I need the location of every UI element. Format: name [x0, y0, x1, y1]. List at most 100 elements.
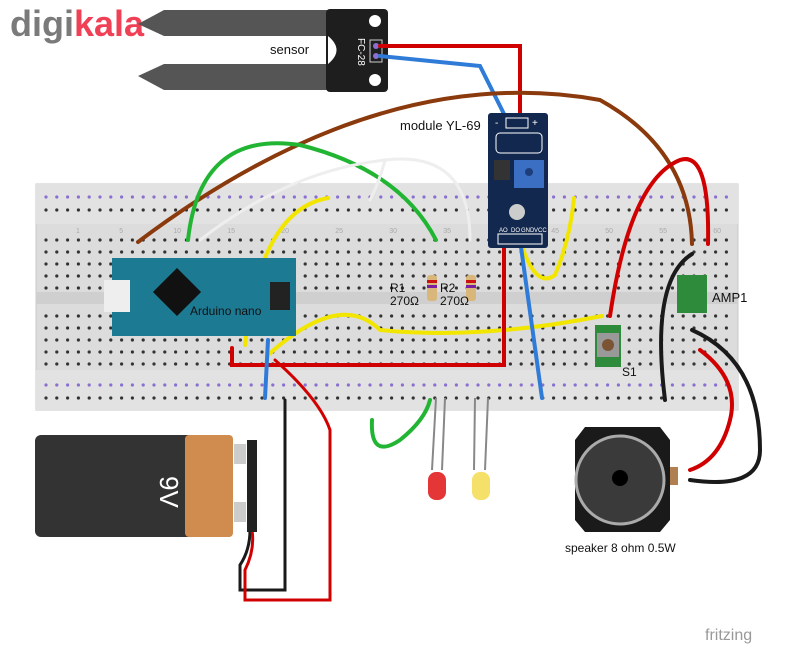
breadboard-hole [184, 250, 188, 254]
breadboard-hole [163, 195, 167, 199]
breadboard-hole [724, 362, 729, 366]
breadboard-hole [573, 383, 577, 387]
breadboard-hole [584, 262, 588, 266]
breadboard-hole [55, 208, 59, 212]
wire-blue-sensor [378, 54, 510, 124]
breadboard-hole [627, 314, 631, 318]
breadboard-hole [76, 195, 80, 199]
breadboard-hole [346, 383, 350, 387]
r2-name: R2 [440, 281, 456, 295]
breadboard-hole [292, 383, 296, 387]
breadboard-hole [66, 362, 70, 366]
breadboard-hole [454, 250, 458, 254]
breadboard-hole [390, 208, 394, 212]
breadboard-hole [670, 262, 675, 266]
breadboard-hole [379, 338, 383, 342]
breadboard-hole [238, 250, 242, 254]
breadboard-hole [422, 262, 426, 266]
breadboard-hole [44, 250, 48, 254]
wire-blue-gnd [518, 238, 544, 400]
breadboard-hole [454, 314, 458, 318]
breadboard-hole [66, 262, 70, 266]
arduino-label: Arduino nano [190, 304, 262, 318]
breadboard-hole [217, 338, 221, 342]
breadboard-hole [141, 250, 145, 254]
breadboard-hole [573, 286, 577, 290]
breadboard-hole [584, 238, 588, 242]
breadboard-hole [325, 208, 329, 212]
breadboard-hole [638, 338, 642, 342]
breadboard-hole [87, 338, 91, 342]
breadboard-hole [390, 350, 394, 354]
breadboard-hole [498, 314, 502, 318]
breadboard-hole [422, 195, 426, 199]
breadboard-hole [573, 250, 577, 254]
breadboard-hole [76, 396, 80, 400]
breadboard-hole [573, 262, 577, 266]
breadboard-hole [379, 208, 383, 212]
breadboard-hole [152, 362, 156, 366]
breadboard-hole [357, 338, 361, 342]
breadboard-hole [109, 350, 113, 354]
breadboard-hole [724, 286, 729, 290]
breadboard-hole [76, 250, 80, 254]
breadboard-hole [282, 195, 286, 199]
breadboard-hole [606, 250, 610, 254]
breadboard-hole [87, 274, 91, 278]
breadboard-hole [681, 338, 685, 342]
breadboard-hole [703, 262, 707, 266]
breadboard-hole [606, 208, 610, 212]
breadboard-hole [87, 195, 91, 199]
column-number: 55 [659, 228, 667, 235]
breadboard-hole [184, 383, 188, 387]
breadboard-hole [87, 326, 91, 330]
breadboard-hole [260, 338, 264, 342]
breadboard-hole [120, 362, 124, 366]
breadboard-hole [282, 350, 286, 354]
breadboard-hole [120, 208, 124, 212]
breadboard-hole [249, 195, 253, 199]
breadboard-hole [433, 326, 437, 330]
breadboard-hole [357, 262, 361, 266]
wire-white-2 [383, 157, 472, 242]
breadboard-hole [76, 274, 80, 278]
breadboard-hole [498, 396, 502, 400]
pin-do-label: DO [511, 228, 520, 234]
breadboard-hole [519, 274, 523, 278]
breadboard-hole [206, 350, 210, 354]
r1-name: R1 [390, 281, 406, 295]
breadboard-hole [498, 262, 502, 266]
breadboard-hole [649, 383, 653, 387]
breadboard-hole [390, 238, 394, 242]
breadboard-hole [692, 208, 696, 212]
breadboard-hole [152, 350, 156, 354]
breadboard-hole [228, 338, 232, 342]
breadboard-hole [454, 338, 458, 342]
breadboard-hole [292, 238, 296, 242]
breadboard-hole [390, 396, 394, 400]
breadboard-hole [55, 383, 59, 387]
breadboard-hole [217, 250, 221, 254]
breadboard-hole [649, 208, 653, 212]
breadboard-hole [422, 286, 426, 290]
breadboard-hole [379, 238, 383, 242]
breadboard-hole [336, 195, 340, 199]
wire-brown [136, 90, 694, 246]
breadboard-hole [508, 338, 512, 342]
breadboard-hole [174, 208, 178, 212]
breadboard-hole [206, 208, 210, 212]
breadboard-hole [422, 250, 426, 254]
breadboard-hole [692, 338, 696, 342]
breadboard-hole [724, 262, 729, 266]
breadboard-hole [109, 238, 113, 242]
breadboard-hole [400, 326, 404, 330]
breadboard-hole [368, 208, 372, 212]
breadboard-hole [584, 286, 588, 290]
breadboard-hole [573, 314, 577, 318]
breadboard-hole [670, 208, 675, 212]
led-yellow [472, 472, 490, 500]
breadboard-hole [44, 362, 48, 366]
breadboard-hole [724, 195, 729, 199]
breadboard-hole [660, 396, 664, 400]
breadboard-hole [368, 262, 372, 266]
